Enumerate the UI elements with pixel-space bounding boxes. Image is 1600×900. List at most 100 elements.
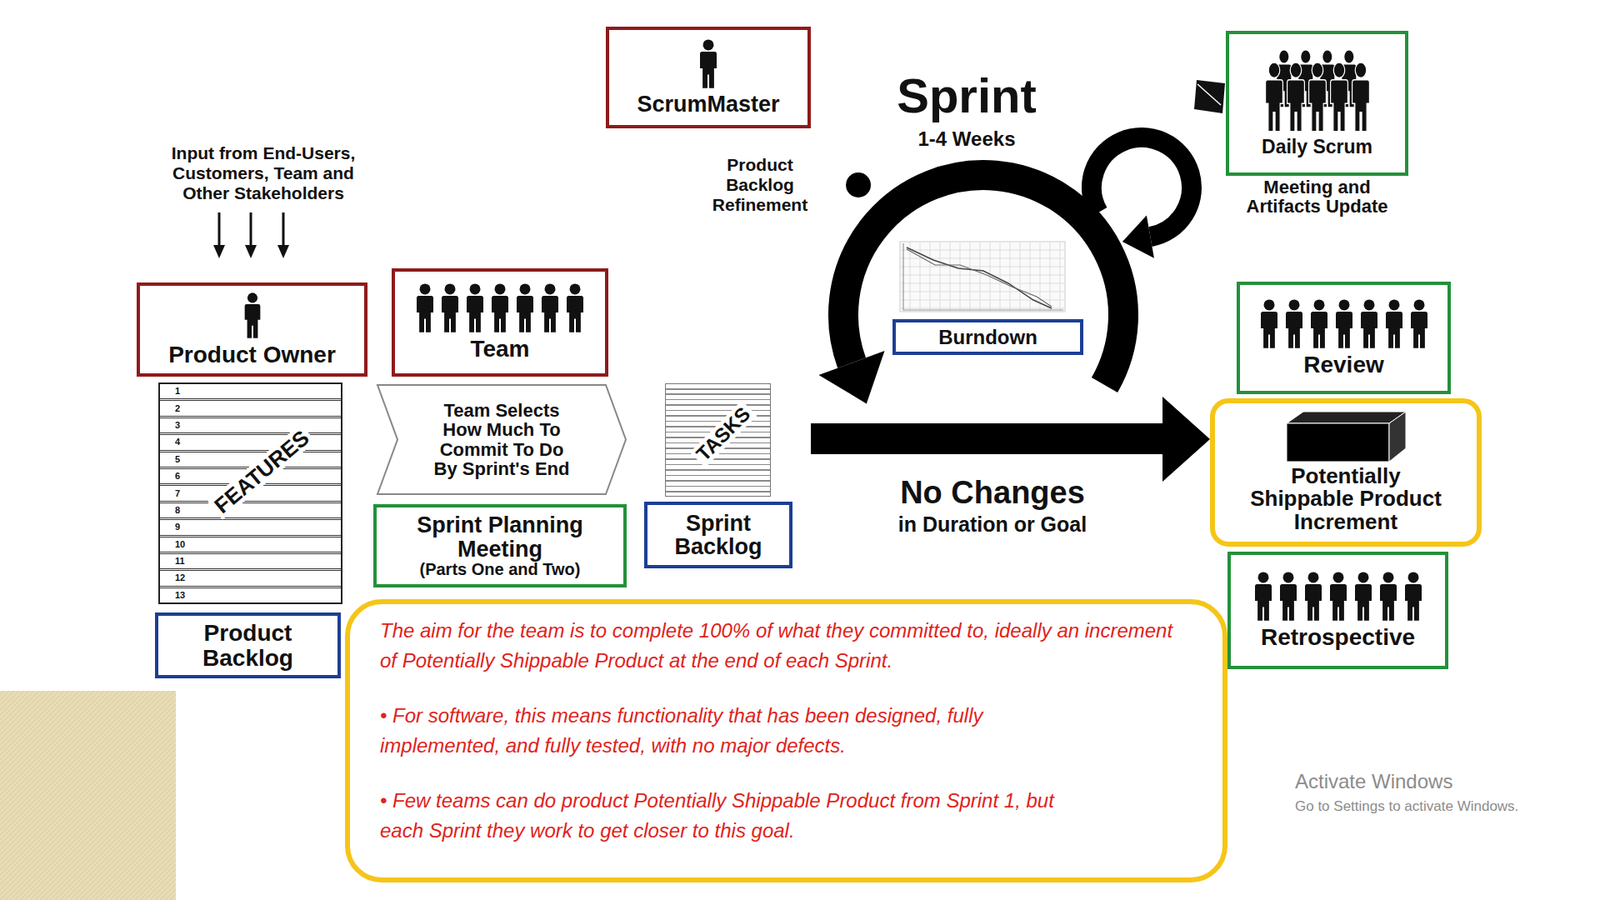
list-number: 3	[175, 420, 180, 430]
person-head	[1311, 62, 1324, 78]
input-note: Input from End-Users, Customers, Team an…	[150, 143, 376, 204]
list-number: 11	[175, 556, 185, 566]
chart-grid	[900, 241, 1065, 312]
person-body	[1280, 584, 1297, 621]
loop-arrow-head	[819, 350, 885, 404]
person-head	[495, 284, 506, 295]
daily-icon	[1194, 80, 1225, 114]
person-head	[1300, 50, 1310, 63]
person-head	[1268, 62, 1280, 78]
chart-axes	[903, 243, 1064, 310]
list-number: 7	[175, 489, 180, 499]
input-arrow	[250, 212, 253, 247]
person-body	[516, 295, 534, 333]
box-label: Retrospective	[1260, 625, 1415, 650]
daily-loop-head	[1122, 215, 1155, 259]
person-body	[1255, 584, 1272, 621]
person-body	[700, 51, 717, 89]
box-label: Burndown	[938, 326, 1038, 348]
meeting-box: Review	[1236, 281, 1451, 395]
list-title: FEATURES	[207, 423, 316, 520]
product-icon	[1286, 411, 1406, 462]
input-arrow	[218, 212, 221, 247]
list-number: 9	[175, 522, 180, 532]
person-head	[246, 292, 257, 303]
feature-list: 12345678910111213FEATURES	[158, 382, 343, 605]
person-figure	[466, 284, 484, 333]
person-figure	[700, 39, 717, 88]
person-head	[703, 39, 715, 50]
person-head	[420, 284, 431, 295]
box-label: Review	[1303, 352, 1385, 377]
sprint-note: Product Backlog Refinement	[697, 155, 823, 215]
box-label: Product Owner	[168, 342, 336, 367]
burndown-chart	[900, 241, 1065, 312]
increment-box: Potentially Shippable Product Increment	[1210, 398, 1482, 547]
callout-text: • For software, this means functionality…	[380, 700, 1064, 761]
person-body	[416, 295, 434, 333]
person-body	[1286, 80, 1305, 132]
person-body	[1305, 584, 1322, 621]
person-figure	[441, 284, 459, 333]
person-body	[1308, 80, 1326, 132]
person-figure	[1308, 62, 1326, 132]
person-figure	[1360, 299, 1378, 348]
box-label: Potentially Shippable Product Increment	[1241, 465, 1450, 534]
person-figure	[1280, 571, 1297, 620]
refinement-dot	[845, 172, 871, 198]
crowd-icon	[1263, 50, 1372, 134]
list-number: 5	[175, 455, 180, 465]
sprint-title: Sprint	[841, 71, 1092, 120]
person-figure	[244, 292, 260, 338]
list-number: 4	[175, 437, 180, 447]
list-row: 11	[160, 554, 341, 571]
list-number: 8	[175, 505, 180, 515]
person-body	[1260, 311, 1278, 349]
person-head	[1282, 571, 1294, 583]
person-figure	[1380, 571, 1397, 620]
person-head	[1388, 299, 1400, 310]
person-figure	[1255, 571, 1272, 620]
meeting-box: Retrospective	[1227, 551, 1449, 670]
person-figure	[1351, 62, 1370, 132]
box-label: Daily Scrum	[1261, 136, 1373, 157]
person-body	[1351, 80, 1370, 132]
person-head	[1413, 299, 1425, 310]
person-head	[1344, 50, 1354, 63]
person-head	[545, 284, 556, 295]
person-body	[566, 295, 584, 333]
output-arrow-head	[1162, 396, 1210, 482]
list-number: 6	[175, 471, 180, 481]
callout-text: • Few teams can do product Potentially S…	[380, 785, 1064, 846]
artifact-box: Product Backlog	[155, 612, 341, 679]
person-head	[1322, 50, 1332, 63]
person-body	[1285, 311, 1303, 349]
arrow-head	[213, 245, 225, 259]
person-body	[1355, 584, 1372, 621]
meeting-box: Sprint Planning Meeting(Parts One and Tw…	[373, 504, 627, 588]
person-figure	[1330, 62, 1348, 132]
input-arrow	[282, 212, 285, 247]
commitment-chevron: Team Selects How Much To Commit To Do By…	[375, 383, 628, 496]
task-list: TASKS	[665, 383, 771, 497]
burndown-line	[906, 247, 1052, 309]
person-figure	[491, 284, 509, 333]
sprint-loop	[843, 175, 1124, 385]
watermark: Go to Settings to activate Windows.	[1295, 798, 1570, 815]
person-body	[491, 295, 509, 333]
person-body	[441, 295, 459, 333]
list-row: 8	[160, 503, 341, 520]
list-number: 2	[175, 404, 180, 414]
person-figure	[1330, 571, 1347, 620]
product-side	[1389, 411, 1406, 462]
person-body	[1380, 584, 1397, 621]
list-row: 10	[160, 537, 341, 555]
person-head	[1363, 299, 1375, 310]
person-figure	[416, 284, 434, 333]
chevron-shape	[377, 385, 626, 495]
list-row: 2	[160, 400, 341, 418]
person-head	[1257, 571, 1269, 583]
person-head	[520, 284, 531, 295]
person-figure	[1410, 299, 1428, 348]
